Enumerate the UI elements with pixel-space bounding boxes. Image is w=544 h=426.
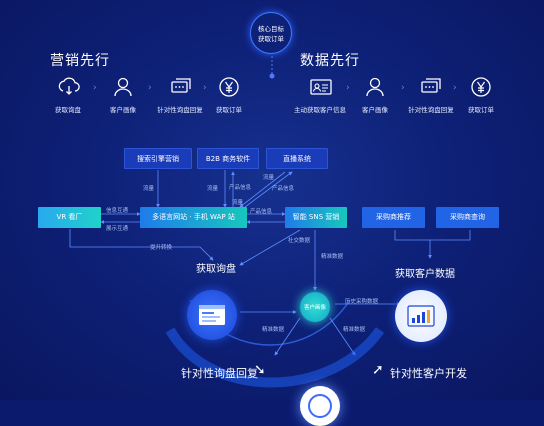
left-step-label: 针对性询盘回复 xyxy=(157,106,203,114)
customer-portrait-label: 客户画像 xyxy=(303,305,326,311)
b2b-software-box: B2B 商务软件 xyxy=(197,148,259,169)
right-step-label: 针对性询盘回复 xyxy=(408,106,454,114)
chevron-right-icon: › xyxy=(401,83,405,93)
right-step-label: 客户画像 xyxy=(362,106,388,114)
core-goal-line2: 获取订单 xyxy=(258,35,284,43)
right-step-label: 主动获取客户信息 xyxy=(294,106,346,114)
info-exchange-label: 信息互通 xyxy=(106,208,129,214)
core-goal-line1: 核心目标 xyxy=(258,25,284,33)
yen-icon xyxy=(468,74,494,100)
vr-factory-box: VR 看厂 xyxy=(38,207,101,228)
bar-chart-icon xyxy=(407,305,435,327)
cloud-sync-icon xyxy=(56,74,82,100)
left-step-label: 客户画像 xyxy=(110,106,136,114)
buyer-query-box: 采购商查询 xyxy=(436,207,499,228)
reply-icon-circle xyxy=(187,290,237,340)
user-icon xyxy=(110,74,136,100)
core-goal-circle: 核心目标 获取订单 xyxy=(250,12,292,54)
flow-label: 产品信息 xyxy=(272,186,295,192)
precise-data-right-label: 精准数据 xyxy=(343,327,366,333)
precise-data-left-label: 精准数据 xyxy=(262,327,285,333)
chevron-right-icon: › xyxy=(453,83,457,93)
flow-label: 产品信息 xyxy=(229,185,252,191)
left-section-title: 营销先行 xyxy=(50,53,110,69)
chevron-right-icon: › xyxy=(346,83,350,93)
buyer-recommend-box: 采购商推荐 xyxy=(362,207,425,228)
chevron-right-icon: › xyxy=(148,83,152,93)
history-data-label: 历史采购数据 xyxy=(345,299,379,305)
flow-label: 流量 xyxy=(232,200,244,206)
chevron-right-icon: › xyxy=(93,83,97,93)
flow-label: 流量 xyxy=(207,186,219,192)
arrow-down-right-icon: ➘ xyxy=(254,362,266,378)
develop-icon-circle xyxy=(395,290,447,342)
flow-label: 产品信息 xyxy=(250,209,273,215)
display-exchange-label: 展示互通 xyxy=(106,226,129,232)
flow-label: 流量 xyxy=(143,186,155,192)
live-system-box: 直播系统 xyxy=(266,148,328,169)
target-circle xyxy=(300,386,340,426)
search-engine-marketing-box: 搜索引擎营销 xyxy=(124,148,192,169)
develop-title: 针对性客户开发 xyxy=(390,367,467,380)
precise-data-label: 精准数据 xyxy=(321,254,344,260)
get-inquiry-title: 获取询盘 xyxy=(196,264,236,275)
reply-title: 针对性询盘回复 xyxy=(181,367,258,380)
smart-sns-box: 智能 SNS 营销 xyxy=(285,207,347,228)
user-icon xyxy=(362,74,388,100)
right-step-label: 获取订单 xyxy=(468,106,494,114)
chat-icon xyxy=(418,74,444,100)
flow-label: 流量 xyxy=(263,175,275,181)
flow-connectors xyxy=(69,56,471,388)
customer-portrait-node: 客户画像 xyxy=(300,292,330,322)
chat-icon xyxy=(168,74,194,100)
id-card-icon xyxy=(308,74,334,100)
yen-icon xyxy=(216,74,242,100)
arrow-down-left-icon: ➚ xyxy=(372,362,384,378)
right-section-title: 数据先行 xyxy=(300,53,360,69)
left-step-label: 获取询盘 xyxy=(55,106,81,114)
browser-window-icon xyxy=(199,305,225,325)
multilingual-site-box: 多语言网站 · 手机 WAP 站 xyxy=(140,207,247,228)
convert-label: 提升转换 xyxy=(150,245,173,251)
chevron-right-icon: › xyxy=(203,83,207,93)
get-customer-data-title: 获取客户数据 xyxy=(395,269,455,280)
left-step-label: 获取订单 xyxy=(216,106,242,114)
social-data-label: 社交数据 xyxy=(288,238,311,244)
